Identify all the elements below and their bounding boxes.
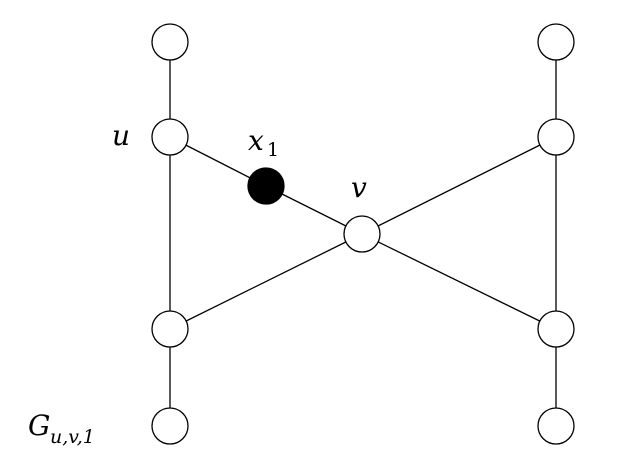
node-right-top	[537, 23, 575, 61]
nodes	[151, 23, 575, 445]
edge-v-left-lower	[169, 233, 363, 330]
node-x1	[247, 167, 285, 205]
node-right-lower	[537, 310, 575, 348]
label-u: u	[112, 119, 130, 152]
node-right-bottom	[537, 407, 575, 445]
label-graph-name: Gu,v,1	[28, 409, 95, 448]
label-v: v	[351, 171, 367, 204]
edge-v-right-lower	[361, 233, 557, 330]
node-left-lower	[151, 310, 189, 348]
node-u	[151, 118, 189, 156]
label-G: G	[28, 409, 50, 442]
node-left-top	[151, 23, 189, 61]
node-right-upper	[537, 118, 575, 156]
label-G-subscript: u,v,1	[50, 426, 95, 448]
node-v	[343, 215, 381, 253]
label-x-subscript: 1	[267, 139, 279, 161]
label-x: x	[248, 124, 264, 157]
edge-v-right-upper	[361, 136, 557, 235]
node-left-bottom	[151, 407, 189, 445]
